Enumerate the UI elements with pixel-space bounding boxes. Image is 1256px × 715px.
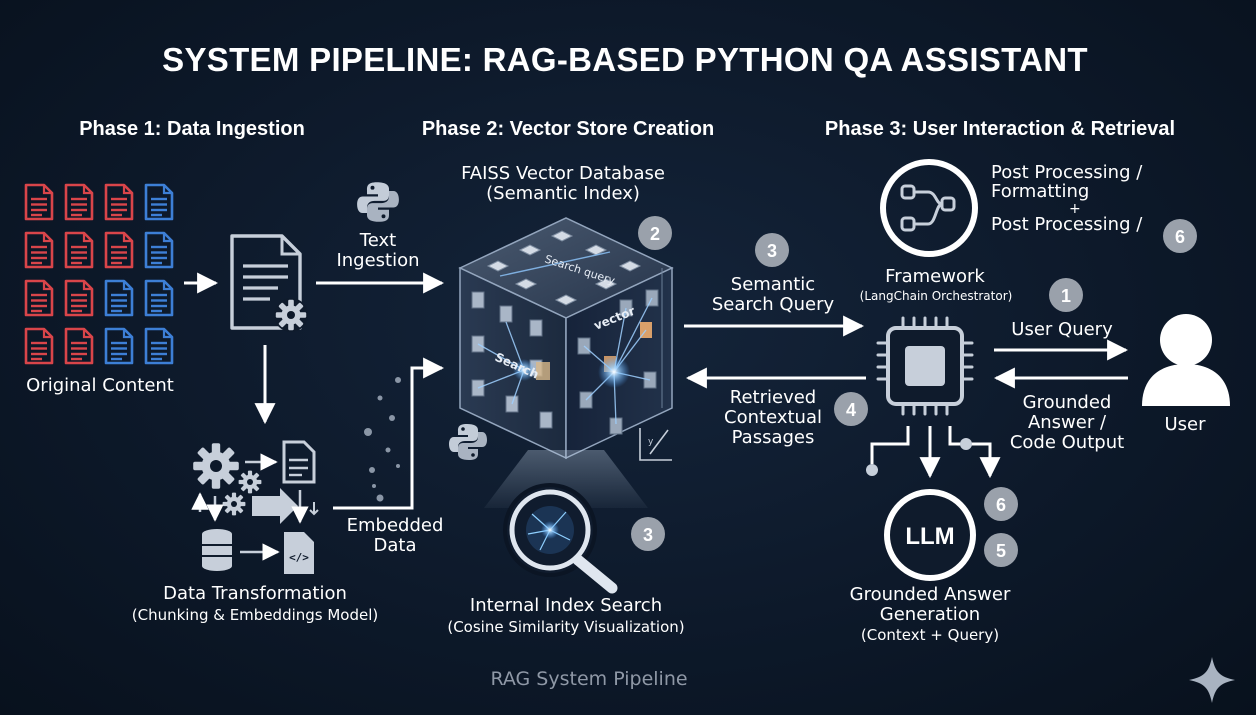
- text-ingestion-label: Text Ingestion: [336, 230, 420, 272]
- badge-framework: 1: [1061, 286, 1071, 306]
- original-content-documents: [24, 183, 174, 365]
- generation-sub: (Context + Query): [860, 626, 1000, 644]
- badge-internal-search: 3: [643, 525, 653, 545]
- cpu-chip-icon: [876, 316, 974, 416]
- data-transformation-label: Data Transformation: [163, 583, 347, 604]
- workflow-icon: [880, 159, 978, 257]
- badge-semantic-query: 3: [767, 241, 777, 261]
- badge-retrieved: 4: [846, 400, 856, 420]
- llm-icon: [884, 489, 976, 581]
- phase-1-heading: Phase 1: Data Ingestion: [79, 118, 305, 140]
- grounded-answer-label: Grounded Answer / Code Output: [1009, 392, 1125, 454]
- post-processing-label: Post Processing / Formatting + Post Proc…: [991, 162, 1143, 236]
- python-logo-small-icon: [449, 424, 487, 460]
- generation-label: Grounded Answer Generation: [849, 584, 1011, 626]
- python-logo-icon: [357, 182, 399, 222]
- badge-faiss: 2: [650, 224, 660, 244]
- framework-label: Framework: [885, 266, 985, 287]
- user-label: User: [1164, 414, 1206, 435]
- magnifier-icon: [503, 483, 618, 594]
- semantic-search-label: Semantic Search Query: [711, 274, 835, 316]
- footer-caption: RAG System Pipeline: [490, 668, 688, 690]
- phase-3-heading: Phase 3: User Interaction & Retrieval: [824, 118, 1176, 140]
- internal-search-label: Internal Index Search: [469, 595, 663, 616]
- step-badges: 2 3 3 4 1 6 6 5: [631, 216, 1197, 567]
- faiss-label: FAISS Vector Database (Semantic Index): [461, 163, 665, 205]
- phase-2-heading: Phase 2: Vector Store Creation: [421, 118, 715, 140]
- user-icon: [1142, 314, 1230, 406]
- badge-llm-bottom: 5: [996, 541, 1006, 561]
- document-processing-icon: [230, 234, 308, 332]
- embedded-data-arrow: [333, 357, 445, 510]
- svg-text:</>: </>: [289, 551, 309, 564]
- graph-mini-icon: y: [639, 428, 672, 461]
- llm-connectors: [866, 426, 1001, 479]
- sparkle-icon: [1189, 657, 1235, 703]
- internal-search-sub: (Cosine Similarity Visualization): [447, 618, 685, 636]
- data-transformation-sub: (Chunking & Embeddings Model): [131, 606, 379, 624]
- vector-cube-icon: [458, 217, 674, 460]
- gear-pipeline-icon: </>: [191, 440, 319, 574]
- retrieved-passages-label: Retrieved Contextual Passages: [724, 387, 822, 449]
- embedded-data-label: Embedded Data: [346, 515, 444, 557]
- user-query-label: User Query: [1011, 319, 1113, 340]
- page-title: SYSTEM PIPELINE: RAG-BASED PYTHON QA ASS…: [162, 41, 1088, 78]
- embedding-dots: [364, 377, 401, 502]
- badge-post-processing: 6: [1175, 227, 1185, 247]
- svg-text:y: y: [648, 437, 654, 447]
- framework-sub: (LangChain Orchestrator): [859, 289, 1013, 303]
- llm-label: LLM: [905, 523, 954, 550]
- original-content-label: Original Content: [26, 375, 174, 396]
- badge-llm-top: 6: [996, 495, 1006, 515]
